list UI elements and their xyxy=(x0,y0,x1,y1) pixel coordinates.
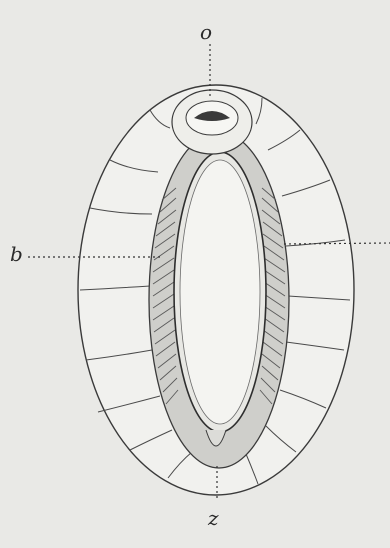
label-left: b xyxy=(10,244,23,264)
label-bottom: z xyxy=(208,508,219,528)
foot-inner xyxy=(180,160,260,424)
label-top: o xyxy=(200,22,212,42)
